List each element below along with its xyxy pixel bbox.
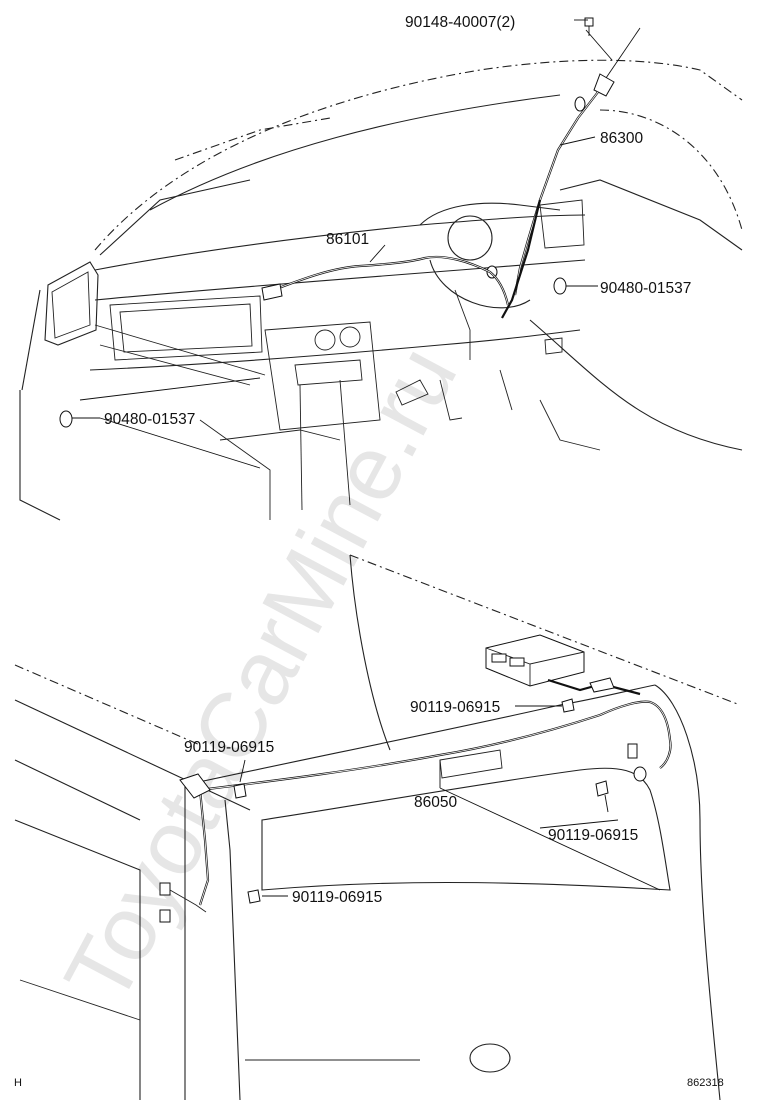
bolt-rear-left-bottom-icon (247, 889, 261, 904)
bolt-rear-left-top-icon (233, 783, 247, 799)
antenna-cord-front (261, 255, 510, 306)
door-upper (21, 289, 41, 391)
left-hinge-bottom (159, 909, 171, 923)
dashboard-face (94, 259, 586, 301)
callout-grommet-right: 90480-01537 (600, 280, 691, 297)
door-frame (19, 390, 61, 521)
console-lower-2 (339, 379, 351, 506)
roof-rear-outline-2 (14, 664, 201, 746)
center-console (264, 321, 381, 431)
vent-left (314, 329, 336, 351)
right-panel (539, 199, 585, 249)
antenna-cord-rear (159, 677, 672, 923)
console-lower (299, 384, 303, 511)
dashboard-view (19, 17, 743, 521)
watermark-text: ToyotaCarMine.ru (46, 330, 477, 1019)
spoiler-lens (439, 749, 503, 779)
glovebox (109, 295, 263, 361)
left-hinge-top (159, 882, 171, 896)
corner-mark: H (14, 1077, 22, 1089)
rear-door-right (654, 684, 721, 1101)
right-door (529, 319, 743, 451)
floor-front-2 (219, 429, 341, 441)
instrument-hood (419, 202, 561, 226)
bolt-antenna-icon (584, 17, 594, 27)
antenna-clip (574, 96, 586, 112)
roof-right (599, 109, 743, 231)
callout-cord-rear: 86050 (414, 794, 457, 811)
grommet-right (553, 277, 567, 295)
windshield-top (149, 94, 561, 211)
callout-bolt-antenna: 90148-40007(2) (405, 14, 515, 31)
steering-hub (447, 215, 493, 261)
amp-connector-2 (509, 657, 525, 667)
cord-front-plug (261, 283, 283, 301)
callout-bolt-rear-left-top: 90119-06915 (184, 739, 274, 756)
rear-door-view (14, 554, 741, 1101)
amplifier-box (485, 634, 585, 687)
right-connector (589, 677, 615, 693)
left-panel-arm-2 (99, 344, 251, 386)
antenna-cable-branch (501, 199, 542, 319)
callout-bolt-rear-top: 90119-06915 (410, 699, 500, 716)
rear-door-top (184, 684, 656, 786)
right-switch (544, 337, 563, 355)
bolt-rear-top-icon (561, 698, 575, 713)
rear-roof-left (14, 699, 251, 811)
right-pillar (559, 179, 743, 251)
rear-roof-top (349, 554, 391, 751)
rear-roof-left-2 (14, 759, 141, 821)
steering-wheel (429, 259, 531, 309)
a-pillar-line (174, 117, 331, 161)
windshield-left-frame (99, 179, 251, 256)
grommet-left (59, 410, 73, 428)
right-grommet (633, 766, 647, 782)
radio-slot (294, 359, 363, 386)
side-mirror (44, 261, 99, 346)
rear-door-outline (224, 799, 241, 1101)
glovebox-inner (119, 303, 253, 353)
floor-line (539, 399, 601, 451)
rear-handle (469, 1043, 511, 1073)
dashboard-top (94, 214, 586, 271)
callout-grommet-left: 90480-01537 (104, 411, 195, 428)
cord-rear-amp (547, 678, 641, 696)
roof-outline (94, 59, 743, 251)
callout-bolt-rear-right: 90119-06915 (548, 827, 638, 844)
right-hinge-top (627, 743, 638, 759)
rear-lower-edge (19, 979, 141, 1021)
mirror-inner (51, 271, 91, 339)
figure-code: 862318 (687, 1077, 724, 1089)
callout-bolt-rear-left-bottom: 90119-06915 (292, 889, 382, 906)
roof-rear-outline (349, 554, 741, 706)
bolt-rear-right-icon (595, 780, 609, 797)
callout-cord-front: 86101 (326, 231, 369, 248)
pedal-2 (499, 369, 513, 411)
gear-lever (395, 379, 429, 406)
column (454, 289, 471, 360)
amp-connector-1 (491, 653, 507, 663)
left-body-rear (14, 819, 141, 1100)
cord-rear-left-clip (179, 773, 211, 799)
antenna-base (593, 73, 615, 97)
pedal-1 (439, 379, 463, 421)
antenna-rod (605, 27, 641, 79)
rear-glass (261, 767, 671, 891)
callout-antenna-assy: 86300 (600, 130, 643, 147)
floor-front (199, 419, 271, 520)
antenna-assembly (486, 27, 641, 319)
vent-right (339, 326, 361, 348)
leader-lines (72, 19, 661, 897)
left-panel-arm (94, 324, 266, 376)
